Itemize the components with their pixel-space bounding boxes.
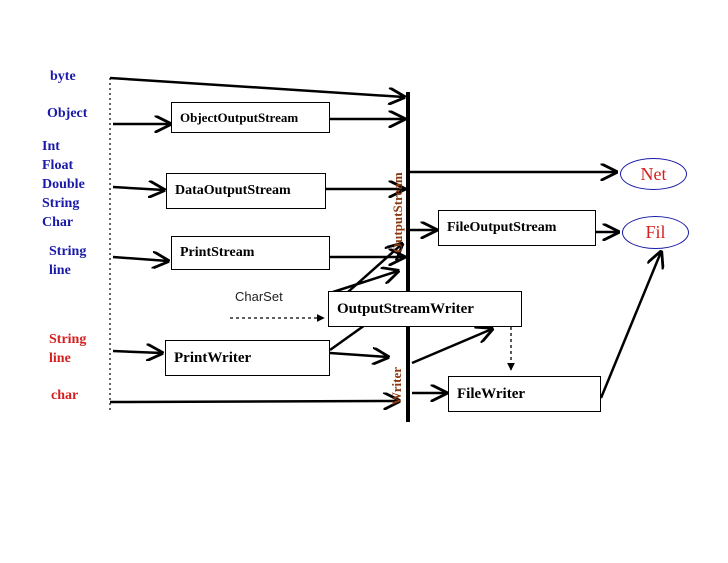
input-object: Object bbox=[47, 106, 88, 121]
print-writer-arrow bbox=[329, 353, 388, 357]
writer-bus-label: Writer bbox=[389, 366, 404, 405]
char-arrow bbox=[109, 401, 399, 402]
input-string-line-2: String line bbox=[49, 332, 87, 366]
charset-label: CharSet bbox=[235, 289, 283, 304]
file-writer-box: FileWriter bbox=[448, 376, 601, 412]
data-output-stream-box: DataOutputStream bbox=[166, 173, 326, 209]
print-stream-box: PrintStream bbox=[171, 236, 330, 270]
file-output-stream-box: FileOutputStream bbox=[438, 210, 596, 246]
input-char: char bbox=[51, 388, 79, 403]
osw-to-bus-2 bbox=[347, 244, 402, 293]
output-stream-bus-label: OutputStream bbox=[390, 172, 405, 253]
input-byte: byte bbox=[50, 69, 76, 84]
string-line-1-arrow bbox=[112, 257, 168, 261]
string-line-2-arrow bbox=[112, 351, 162, 353]
print-writer-box: PrintWriter bbox=[165, 340, 330, 376]
writer-to-osw bbox=[411, 329, 492, 365]
file-writer-to-file bbox=[599, 252, 661, 399]
output-stream-writer-box: OutputStreamWriter bbox=[328, 291, 522, 327]
input-string-line-1: String line bbox=[49, 244, 87, 278]
osw-to-bus-1 bbox=[332, 271, 398, 294]
object-output-stream-box: ObjectOutputStream bbox=[171, 102, 330, 133]
primitives-arrow bbox=[112, 187, 164, 190]
input-primitives: Int Float Double String Char bbox=[42, 139, 85, 230]
byte-arrow bbox=[109, 76, 404, 97]
net-target: Net bbox=[620, 158, 687, 190]
file-target: Fil bbox=[622, 216, 689, 249]
